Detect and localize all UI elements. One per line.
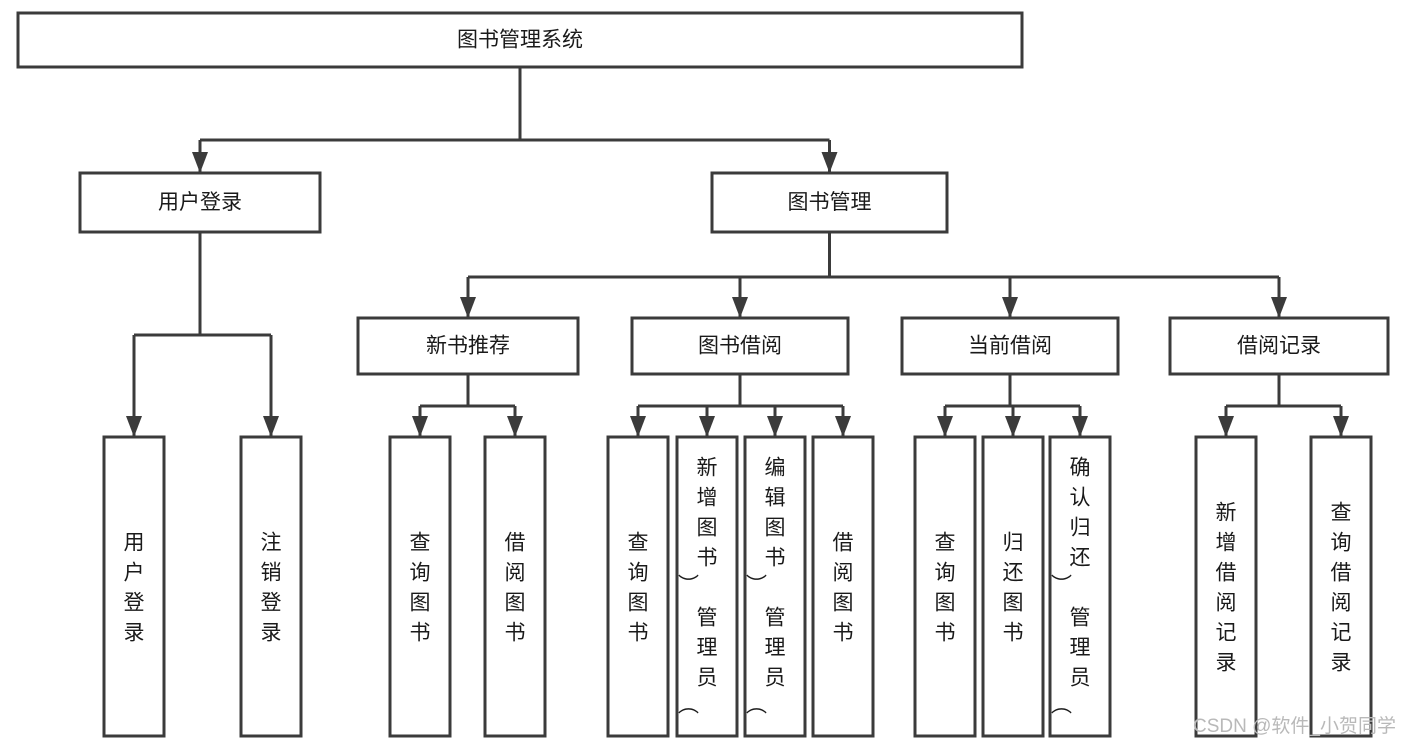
node-label-leaf-edit-book: 编辑图书（管理员）	[747, 457, 786, 715]
node-label-leaf-add-record: 新增借阅记录	[1216, 502, 1237, 675]
node-box-book-borrow	[630, 316, 850, 376]
book-manage-arrow-3	[1271, 297, 1287, 318]
node-leaf-query-book-2[interactable]: 查询图书	[606, 435, 670, 738]
borrow-record-arrow-0	[1218, 416, 1234, 437]
node-book-borrow[interactable]: 图书借阅	[630, 316, 850, 376]
node-label-book-borrow: 图书借阅	[698, 335, 782, 358]
node-borrow-record[interactable]: 借阅记录	[1168, 316, 1390, 376]
node-label-borrow-record: 借阅记录	[1237, 335, 1321, 358]
connector-layer	[126, 67, 1349, 437]
node-label-leaf-query-book-2: 查询图书	[628, 532, 649, 645]
node-box-leaf-query-book-1	[388, 435, 452, 738]
new-book-recommend-arrow-0	[412, 416, 428, 437]
user-login-arrow-1	[263, 416, 279, 437]
node-box-current-borrow	[900, 316, 1120, 376]
watermark-label: CSDN @软件_小贺同学	[1193, 715, 1396, 737]
node-leaf-add-record[interactable]: 新增借阅记录	[1194, 435, 1258, 738]
node-leaf-query-record[interactable]: 查询借阅记录	[1309, 435, 1373, 738]
node-leaf-borrow-book-2[interactable]: 借阅图书	[811, 435, 875, 738]
node-label-leaf-query-book-1: 查询图书	[410, 532, 431, 645]
node-label-root-system: 图书管理系统	[457, 29, 583, 52]
node-book-manage[interactable]: 图书管理	[710, 171, 949, 234]
node-label-book-manage: 图书管理	[788, 191, 872, 214]
node-current-borrow[interactable]: 当前借阅	[900, 316, 1120, 376]
node-label-leaf-return-book: 归还图书	[1003, 532, 1024, 645]
current-borrow-arrow-2	[1072, 416, 1088, 437]
root-arrow-0	[192, 152, 208, 173]
node-box-borrow-record	[1168, 316, 1390, 376]
node-new-book-recommend[interactable]: 新书推荐	[356, 316, 580, 376]
node-box-new-book-recommend	[356, 316, 580, 376]
node-leaf-return-book[interactable]: 归还图书	[981, 435, 1045, 738]
node-leaf-borrow-book-1[interactable]: 借阅图书	[483, 435, 547, 738]
node-leaf-edit-book[interactable]: 编辑图书（管理员）	[743, 435, 807, 738]
node-box-leaf-edit-book	[743, 435, 807, 738]
current-borrow-arrow-0	[937, 416, 953, 437]
root-arrow-1	[821, 152, 838, 173]
borrow-record-arrow-1	[1333, 416, 1349, 437]
node-box-book-manage	[710, 171, 949, 234]
node-leaf-confirm-return[interactable]: 确认归还（管理员）	[1048, 435, 1112, 738]
node-label-new-book-recommend: 新书推荐	[426, 335, 510, 358]
node-root-system[interactable]: 图书管理系统	[16, 11, 1024, 69]
node-box-leaf-add-book	[675, 435, 739, 738]
book-manage-arrow-0	[460, 297, 476, 318]
node-label-current-borrow: 当前借阅	[968, 335, 1052, 358]
node-box-leaf-borrow-book-2	[811, 435, 875, 738]
book-borrow-arrow-3	[835, 416, 851, 437]
current-borrow-arrow-1	[1005, 416, 1021, 437]
node-label-leaf-confirm-return: 确认归还（管理员）	[1052, 457, 1091, 715]
node-box-root-system	[16, 11, 1024, 69]
node-box-leaf-query-book-2	[606, 435, 670, 738]
node-box-leaf-query-book-3	[913, 435, 977, 738]
node-label-user-login: 用户登录	[158, 191, 242, 214]
node-label-leaf-query-book-3: 查询图书	[935, 532, 956, 645]
node-box-leaf-add-record	[1194, 435, 1258, 738]
node-leaf-user-logout[interactable]: 注销登录	[239, 435, 303, 738]
node-box-leaf-return-book	[981, 435, 1045, 738]
book-borrow-arrow-2	[767, 416, 783, 437]
node-label-leaf-borrow-book-1: 借阅图书	[505, 532, 526, 645]
node-label-leaf-user-login: 用户登录	[124, 532, 145, 645]
node-box-leaf-borrow-book-1	[483, 435, 547, 738]
node-leaf-user-login[interactable]: 用户登录	[102, 435, 166, 738]
node-label-leaf-add-book: 新增图书（管理员）	[679, 457, 718, 715]
book-borrow-arrow-1	[699, 416, 715, 437]
new-book-recommend-arrow-1	[507, 416, 523, 437]
node-user-login[interactable]: 用户登录	[78, 171, 322, 234]
book-manage-arrow-2	[1002, 297, 1018, 318]
node-box-user-login	[78, 171, 322, 234]
node-layer: 图书管理系统用户登录图书管理新书推荐图书借阅当前借阅借阅记录用户登录注销登录查询…	[16, 11, 1390, 738]
user-login-arrow-0	[126, 416, 142, 437]
node-box-leaf-confirm-return	[1048, 435, 1112, 738]
node-label-leaf-user-logout: 注销登录	[261, 532, 282, 645]
node-leaf-add-book[interactable]: 新增图书（管理员）	[675, 435, 739, 738]
book-manage-arrow-1	[732, 297, 748, 318]
book-borrow-arrow-0	[630, 416, 646, 437]
node-box-leaf-user-login	[102, 435, 166, 738]
node-box-leaf-user-logout	[239, 435, 303, 738]
node-label-leaf-query-record: 查询借阅记录	[1331, 502, 1352, 675]
node-leaf-query-book-3[interactable]: 查询图书	[913, 435, 977, 738]
node-label-leaf-borrow-book-2: 借阅图书	[833, 532, 854, 645]
node-box-leaf-query-record	[1309, 435, 1373, 738]
node-leaf-query-book-1[interactable]: 查询图书	[388, 435, 452, 738]
